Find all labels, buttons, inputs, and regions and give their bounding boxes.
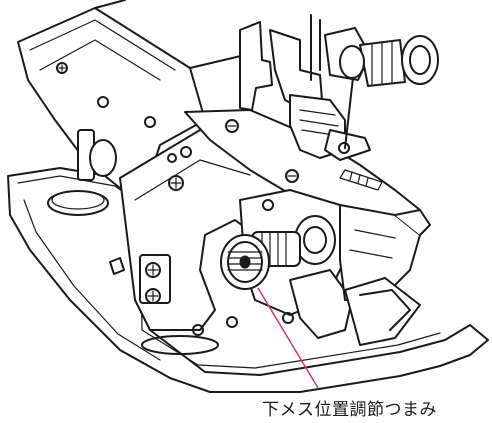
knife-adjusting-knob <box>220 189 353 339</box>
callout-leader-line <box>257 287 319 389</box>
upper-arm <box>17 0 246 189</box>
knife-position-knob-label: 下メス位置調節つまみ <box>262 400 437 420</box>
right-housing <box>192 204 431 346</box>
upper-right-knob <box>324 27 439 87</box>
presser-foot-assembly <box>239 14 371 161</box>
main-housing <box>109 129 301 331</box>
